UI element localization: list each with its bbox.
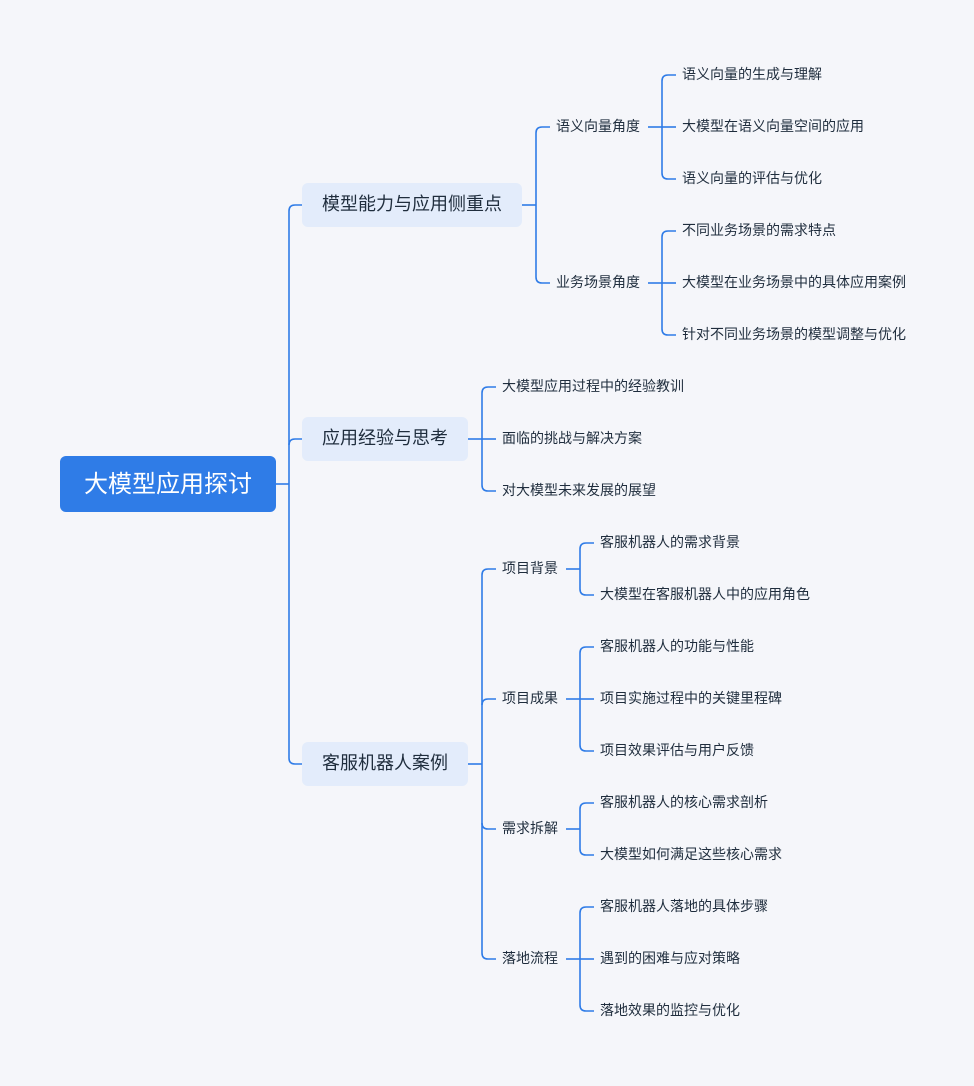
business-connector-elbow-2 <box>661 328 676 336</box>
leaf-node[interactable]: 语义向量的评估与优化 <box>682 171 822 187</box>
branch2-connector-elbow-0 <box>481 386 496 394</box>
leaf-node[interactable]: 面临的挑战与解决方案 <box>502 431 642 447</box>
leaf-node[interactable]: 大模型如何满足这些核心需求 <box>600 847 782 863</box>
leaf-node[interactable]: 大模型在客服机器人中的应用角色 <box>600 587 810 603</box>
branch-model-capability[interactable]: 模型能力与应用侧重点 <box>302 183 522 227</box>
requirements-connector-elbow-1 <box>579 848 594 856</box>
branch-experience[interactable]: 应用经验与思考 <box>302 417 468 461</box>
branch2-connector-elbow-2 <box>481 484 496 492</box>
requirements-connector-elbow-0 <box>579 802 594 810</box>
leaf-node[interactable]: 落地效果的监控与优化 <box>600 1003 740 1019</box>
background-connector-elbow-1 <box>579 588 594 596</box>
root-connector-elbow-1 <box>288 438 302 446</box>
leaf-node[interactable]: 大模型在业务场景中的具体应用案例 <box>682 275 906 291</box>
leaf-node[interactable]: 大模型应用过程中的经验教训 <box>502 379 684 395</box>
leaf-node[interactable]: 大模型在语义向量空间的应用 <box>682 119 864 135</box>
leaf-node[interactable]: 客服机器人落地的具体步骤 <box>600 899 768 915</box>
business-connector-elbow-0 <box>661 230 676 238</box>
leaf-node[interactable]: 项目实施过程中的关键里程碑 <box>600 691 782 707</box>
background-connector-elbow-0 <box>579 542 594 550</box>
leaf-node[interactable]: 语义向量的生成与理解 <box>682 67 822 83</box>
branch1-connector-elbow-0 <box>535 126 550 134</box>
deployment-connector-elbow-2 <box>579 1004 594 1012</box>
leaf-node[interactable]: 不同业务场景的需求特点 <box>682 223 836 239</box>
topic-results[interactable]: 项目成果 <box>502 691 558 707</box>
leaf-node[interactable]: 客服机器人的需求背景 <box>600 535 740 551</box>
root-node[interactable]: 大模型应用探讨 <box>60 456 276 512</box>
branch3-connector-elbow-0 <box>481 568 496 576</box>
root-connector-elbow-2 <box>288 757 302 765</box>
topic-background[interactable]: 项目背景 <box>502 561 558 577</box>
branch1-connector-elbow-1 <box>535 276 550 284</box>
semantic-connector-elbow-2 <box>661 172 676 180</box>
leaf-node[interactable]: 针对不同业务场景的模型调整与优化 <box>682 327 906 343</box>
leaf-node[interactable]: 遇到的困难与应对策略 <box>600 951 740 967</box>
branch3-connector-elbow-1 <box>481 698 496 706</box>
topic-business-scenario[interactable]: 业务场景角度 <box>556 275 640 291</box>
leaf-node[interactable]: 项目效果评估与用户反馈 <box>600 743 754 759</box>
branch3-connector-elbow-3 <box>481 952 496 960</box>
deployment-connector-elbow-0 <box>579 906 594 914</box>
results-connector-elbow-2 <box>579 744 594 752</box>
topic-requirements[interactable]: 需求拆解 <box>502 821 558 837</box>
branch3-connector-elbow-2 <box>481 822 496 830</box>
leaf-node[interactable]: 客服机器人的核心需求剖析 <box>600 795 768 811</box>
leaf-node[interactable]: 对大模型未来发展的展望 <box>502 483 656 499</box>
results-connector-elbow-0 <box>579 646 594 654</box>
semantic-connector-elbow-0 <box>661 74 676 82</box>
topic-deployment[interactable]: 落地流程 <box>502 951 558 967</box>
topic-semantic-vector[interactable]: 语义向量角度 <box>556 119 640 135</box>
root-connector-elbow-0 <box>288 204 302 212</box>
leaf-node[interactable]: 客服机器人的功能与性能 <box>600 639 754 655</box>
branch-chatbot-case[interactable]: 客服机器人案例 <box>302 742 468 786</box>
